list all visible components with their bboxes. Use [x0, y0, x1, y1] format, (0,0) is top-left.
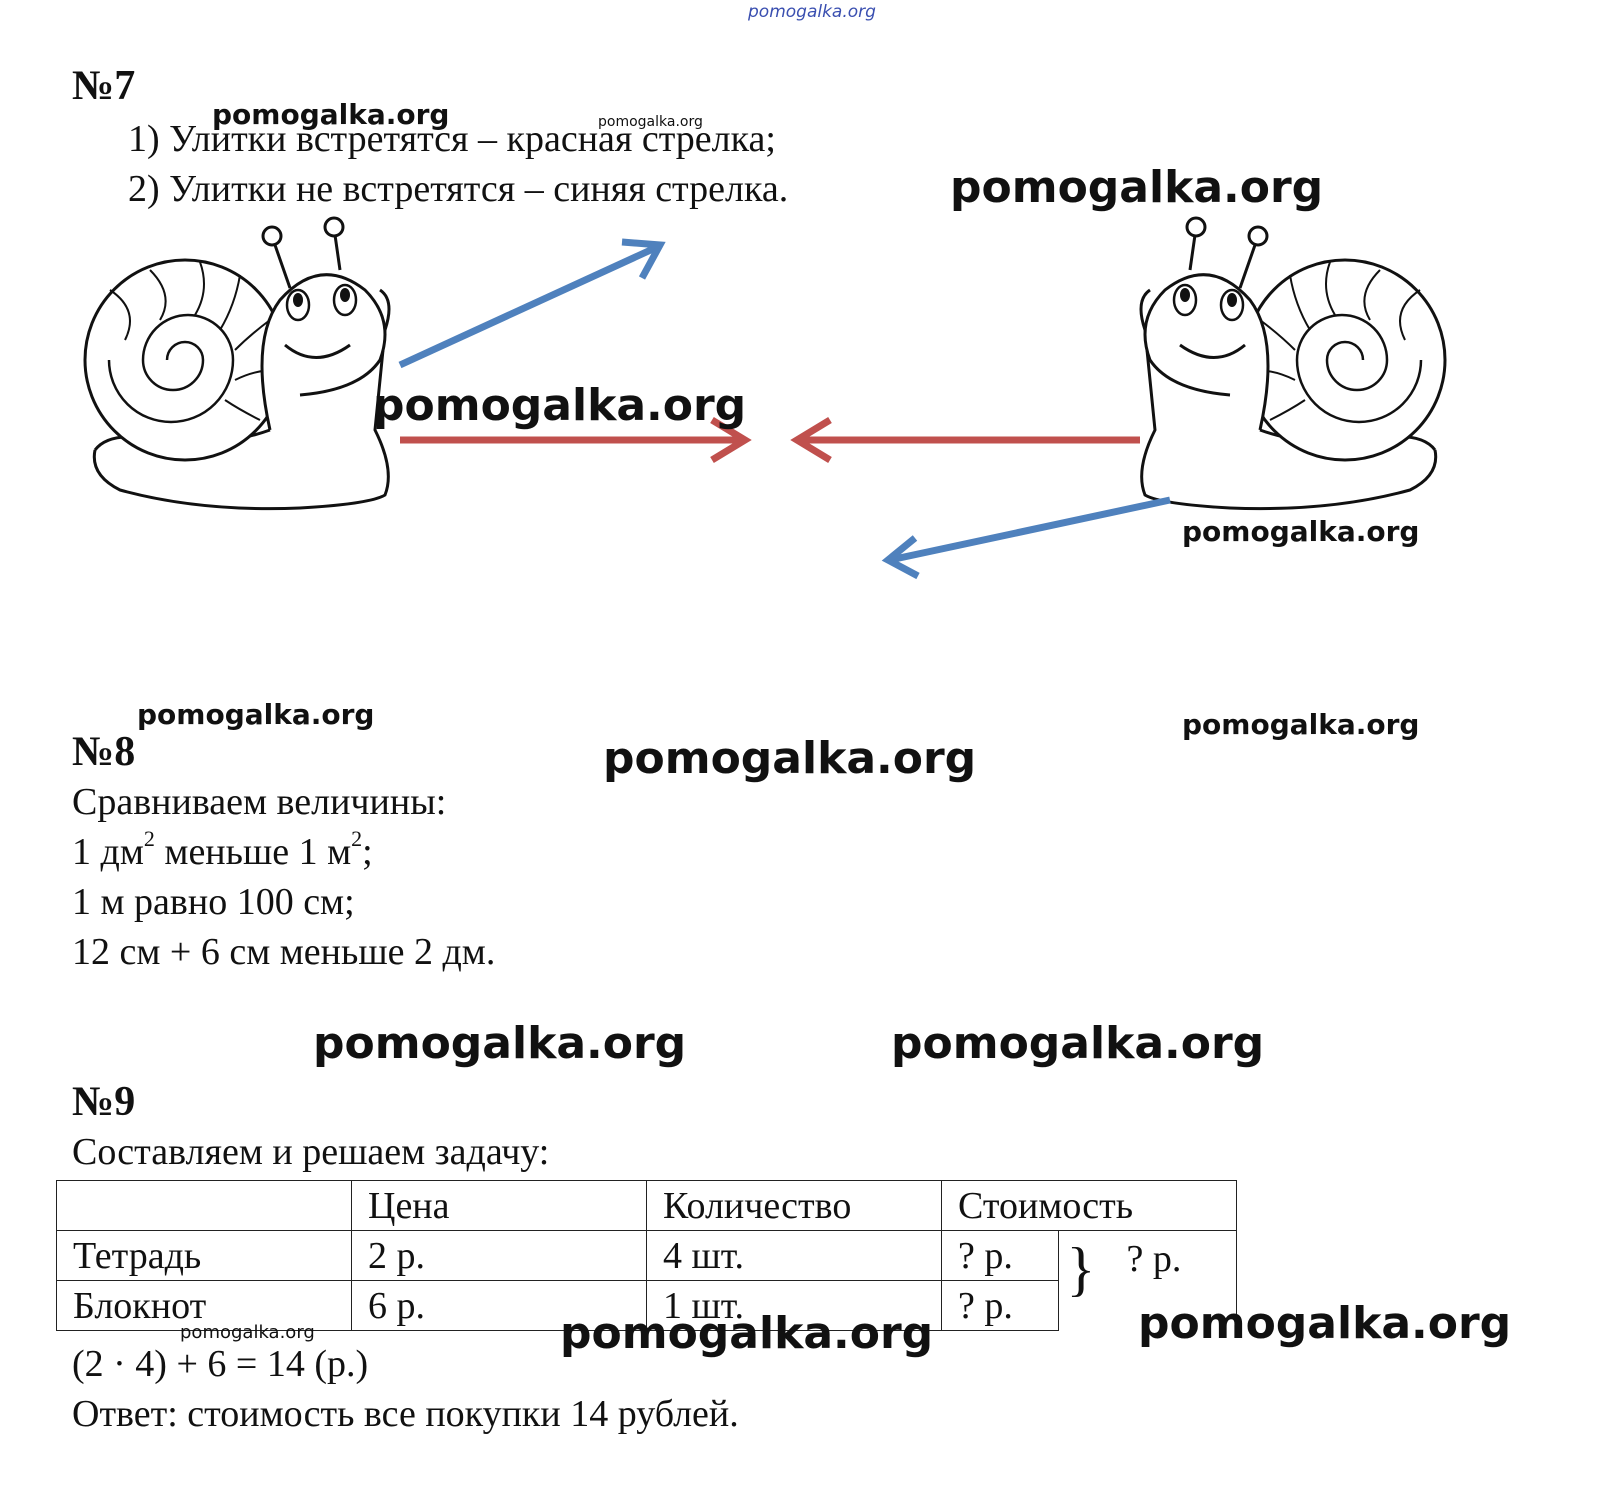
- watermark-6: pomogalka.org: [137, 698, 375, 731]
- watermark-5: pomogalka.org: [1182, 515, 1420, 548]
- watermark-1: pomogalka.org: [212, 98, 450, 131]
- table-total-cell: } ? р.: [1057, 1230, 1238, 1331]
- task8-line1-b: меньше 1 м: [154, 831, 352, 873]
- task8-line1: 1 дм2 меньше 1 м2;: [72, 828, 373, 874]
- task8-line1-sup1: 2: [143, 826, 155, 851]
- watermark-3: pomogalka.org: [950, 162, 1324, 213]
- task9-intro: Составляем и решаем задачу:: [72, 1131, 550, 1173]
- table-header-cell: Стоимость: [941, 1180, 1237, 1231]
- table-cell: 6 р.: [351, 1280, 647, 1331]
- task7-heading: №7: [72, 63, 136, 109]
- price-table: Цена Количество Стоимость Тетрадь 2 р. 4…: [56, 1180, 1238, 1331]
- table-header-row: Цена Количество Стоимость: [56, 1180, 1237, 1231]
- task8-line1-a: 1 дм: [72, 831, 144, 873]
- snail-left-icon: [83, 216, 391, 511]
- task8-line1-c: ;: [362, 831, 373, 873]
- snail-right-icon: [1139, 216, 1447, 511]
- table-cell: 1 шт.: [646, 1280, 942, 1331]
- task9-heading: №9: [72, 1079, 136, 1125]
- task8-heading: №8: [72, 729, 136, 775]
- watermark-2: pomogalka.org: [598, 114, 703, 130]
- watermark-8: pomogalka.org: [1182, 708, 1420, 741]
- brace-icon: }: [1066, 1236, 1096, 1302]
- table-cell: ? р.: [941, 1230, 1059, 1281]
- watermark-4: pomogalka.org: [373, 380, 747, 431]
- blue-arrow-down: [889, 496, 1171, 564]
- watermark-top: pomogalka.org: [748, 2, 876, 22]
- task8-line2: 1 м равно 100 см;: [72, 881, 355, 923]
- table-header-cell: Количество: [646, 1180, 942, 1231]
- watermark-10: pomogalka.org: [891, 1018, 1265, 1069]
- table-header-cell: [56, 1180, 352, 1231]
- task8-line3: 12 см + 6 см меньше 2 дм.: [72, 931, 496, 973]
- task8-intro: Сравниваем величины:: [72, 781, 447, 823]
- table-cell: 2 р.: [351, 1230, 647, 1281]
- task9-answer: Ответ: стоимость все покупки 14 рублей.: [72, 1393, 739, 1435]
- watermark-13: pomogalka.org: [1138, 1298, 1512, 1349]
- table-header-cell: Цена: [351, 1180, 647, 1231]
- task7-item1: 1) Улитки встретятся – красная стрелка;: [128, 118, 776, 160]
- table-cell: ? р.: [941, 1280, 1059, 1331]
- snail-diagram: [83, 216, 1447, 580]
- table-row: Тетрадь 2 р. 4 шт. ? р. } ? р.: [56, 1230, 1238, 1331]
- table-cell: Блокнот: [56, 1280, 352, 1331]
- watermark-12: pomogalka.org: [560, 1308, 934, 1359]
- watermark-9: pomogalka.org: [313, 1018, 687, 1069]
- watermark-11: pomogalka.org: [180, 1322, 315, 1343]
- task8-line1-sup2: 2: [351, 826, 363, 851]
- table-row: Блокнот 6 р. 1 шт. ? р.: [56, 1280, 1237, 1331]
- table-total-value: ? р.: [1126, 1238, 1182, 1280]
- table-cell: 4 шт.: [646, 1230, 942, 1281]
- task7-item2: 2) Улитки не встретятся – синяя стрелка.: [128, 168, 789, 210]
- watermark-7: pomogalka.org: [603, 733, 977, 784]
- blue-arrow-up: [398, 244, 657, 369]
- table-cell: Тетрадь: [56, 1230, 352, 1281]
- task9-solution: (2 · 4) + 6 = 14 (р.): [72, 1343, 369, 1385]
